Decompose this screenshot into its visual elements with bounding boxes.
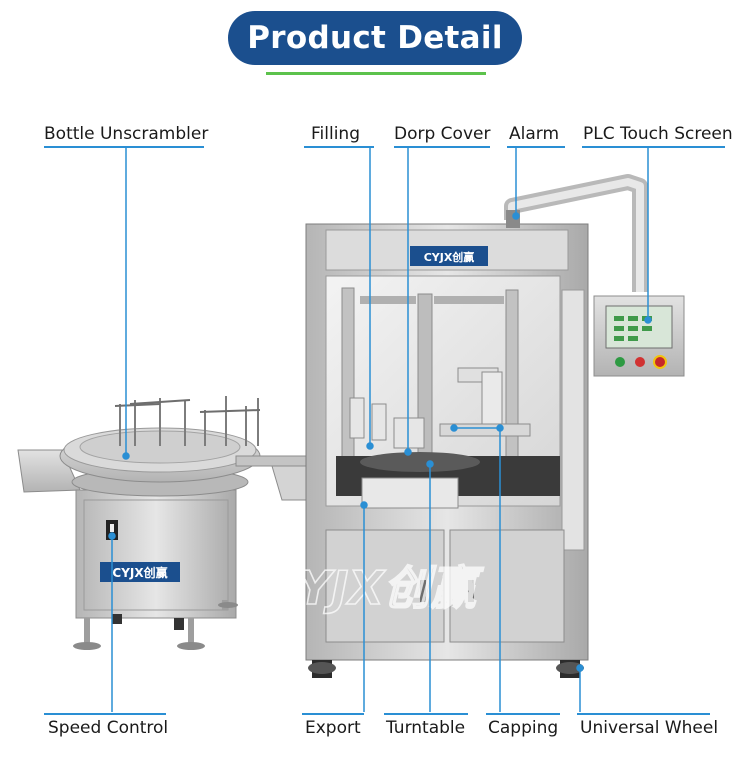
- plc-touch-screen: [593, 295, 685, 377]
- label-underline: [44, 146, 204, 148]
- label-speed-control: Speed Control: [48, 718, 169, 738]
- label-underline: [486, 713, 560, 715]
- label-filling: Filling: [311, 124, 360, 144]
- label-underline: [507, 146, 565, 148]
- label-underline: [384, 713, 468, 715]
- label-bottle-unscrambler: Bottle Unscrambler: [44, 124, 209, 144]
- leader-lines: [108, 147, 652, 712]
- title-underline: [266, 72, 486, 75]
- label-underline: [394, 146, 490, 148]
- cabinet-logo: CYJX创赢: [112, 565, 167, 580]
- machine-logo: CYJX创赢: [424, 250, 475, 264]
- label-drop-cover: Dorp Cover: [394, 124, 491, 144]
- page-title: Product Detail: [228, 11, 522, 65]
- bottle-unscrambler: CYJX创赢: [17, 396, 307, 650]
- label-underline: [302, 713, 364, 715]
- label-underline: [44, 713, 166, 715]
- label-turntable: Turntable: [386, 718, 466, 738]
- plc-arm: [504, 174, 648, 292]
- main-machine: CYJX创赢: [305, 223, 589, 678]
- label-universal-wheel: Universal Wheel: [580, 718, 719, 738]
- label-export: Export: [305, 718, 361, 738]
- label-underline: [577, 713, 710, 715]
- watermark: CYJX创赢: [264, 561, 484, 615]
- label-plc-touch-screen: PLC Touch Screen: [583, 124, 733, 144]
- label-underline: [304, 146, 374, 148]
- label-alarm: Alarm: [509, 124, 560, 144]
- label-capping: Capping: [488, 718, 559, 738]
- label-underline: [582, 146, 725, 148]
